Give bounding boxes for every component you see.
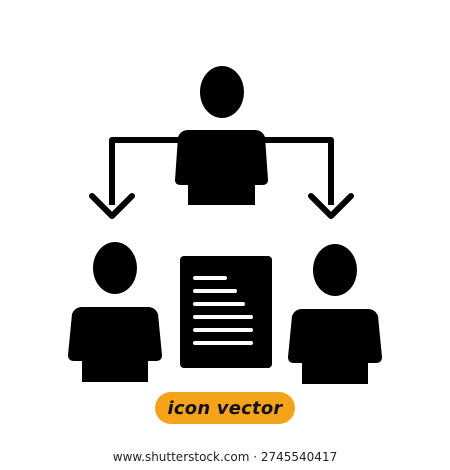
badge-label: icon vector — [167, 397, 283, 419]
document-icon — [180, 256, 272, 368]
stock-watermark: www.shutterstock.com · 2745540417 — [112, 450, 338, 464]
arrow-down-right-icon — [262, 137, 354, 219]
person-icon — [68, 242, 162, 382]
arrow-down-left-icon — [89, 137, 185, 219]
person-icon — [288, 244, 382, 384]
person-icon — [175, 66, 268, 205]
delegation-illustration — [68, 66, 382, 384]
icon-vector-badge: icon vector — [155, 392, 295, 424]
